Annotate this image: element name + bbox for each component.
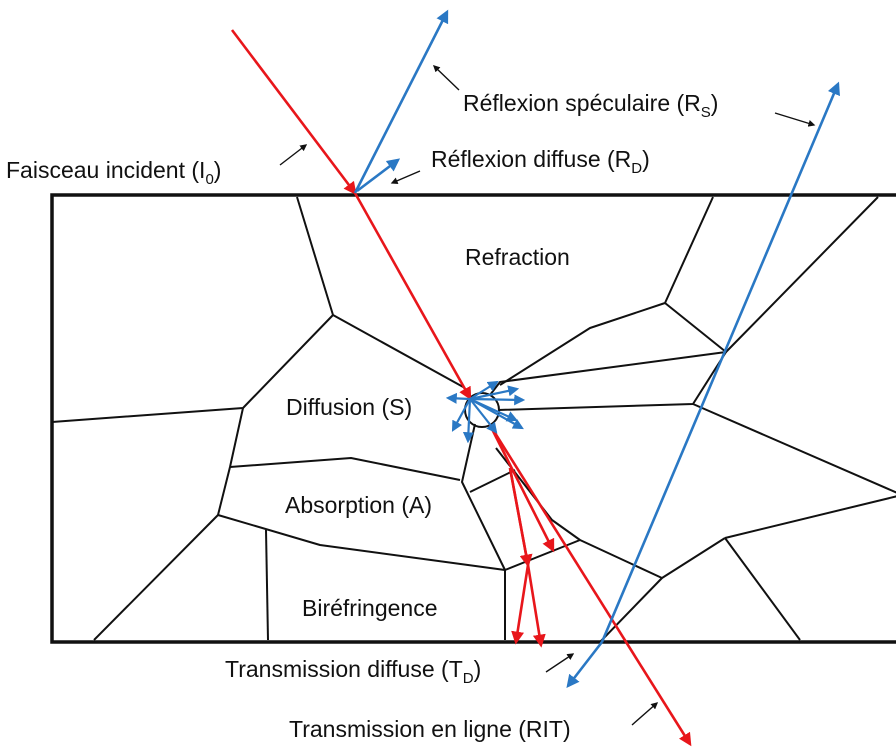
grain-boundary bbox=[469, 469, 516, 493]
grain-boundary bbox=[499, 196, 714, 386]
scatter-arrow bbox=[469, 394, 526, 406]
transmitted-ray-branch bbox=[508, 467, 530, 566]
refraction-label: Refraction bbox=[465, 244, 570, 270]
pointer-arrow bbox=[774, 112, 816, 127]
diffuse-transmitted-ray bbox=[526, 564, 546, 648]
scatter-arrow bbox=[469, 380, 499, 400]
diffuse-transmission-label: Transmission diffuse (TD) bbox=[225, 656, 481, 687]
grain-boundary bbox=[217, 514, 506, 571]
grain-boundary bbox=[504, 537, 726, 579]
specular-ray-through-sample bbox=[600, 81, 840, 643]
diffuse-reflection-ray bbox=[356, 158, 401, 193]
grain-boundary bbox=[724, 495, 896, 539]
specular-reflection-label: Réflexion spéculaire (RS) bbox=[463, 90, 718, 121]
grain-boundary bbox=[724, 537, 801, 641]
diffuse-reflection-label: Réflexion diffuse (RD) bbox=[431, 146, 650, 177]
pointer-arrow bbox=[432, 65, 460, 91]
scatter-arrow bbox=[469, 398, 524, 430]
inline-transmitted-ray bbox=[488, 424, 692, 747]
scatter-arrow bbox=[469, 385, 520, 401]
grain-boundary bbox=[461, 423, 506, 640]
absorption-label: Absorption (A) bbox=[285, 492, 432, 518]
grain-boundary bbox=[229, 457, 461, 481]
grain-boundary bbox=[93, 514, 219, 641]
birefringence-label: Biréfringence bbox=[302, 595, 438, 621]
diffusion-label: Diffusion (S) bbox=[286, 394, 412, 420]
pointer-arrow bbox=[631, 702, 659, 726]
incident-beam bbox=[230, 29, 692, 747]
grain-boundary bbox=[489, 351, 727, 396]
transmitted-ray-branch bbox=[488, 424, 555, 553]
pointer-arrow bbox=[545, 653, 575, 673]
scatter-arrow bbox=[451, 398, 471, 432]
label-pointers bbox=[279, 65, 816, 726]
diffuse-transmitted-ray bbox=[511, 564, 530, 645]
refracted-ray bbox=[353, 192, 472, 401]
scatter-arrow bbox=[469, 398, 498, 434]
grain-boundary bbox=[217, 407, 244, 516]
reflected-beams bbox=[353, 9, 840, 689]
grain-boundary bbox=[664, 196, 879, 353]
grain-boundary bbox=[599, 577, 663, 643]
incident-beam-label: Faisceau incident (I0) bbox=[6, 157, 221, 188]
inline-transmission-label: Transmission en ligne (RIT) bbox=[289, 716, 571, 742]
sample-block bbox=[50, 193, 896, 644]
scattering-arrows bbox=[445, 380, 526, 444]
grain-boundary bbox=[497, 351, 727, 411]
grain-boundary bbox=[296, 196, 466, 389]
scatter-arrow bbox=[445, 392, 471, 404]
grain-boundary bbox=[692, 403, 896, 494]
diffuse-transmission-ray bbox=[566, 641, 604, 689]
pointer-arrow bbox=[279, 144, 308, 166]
scatter-arrow bbox=[462, 398, 474, 444]
grain-boundary bbox=[265, 529, 269, 641]
pointer-arrow bbox=[390, 170, 421, 185]
incident-ray bbox=[230, 29, 357, 196]
specular-reflection-ray bbox=[353, 9, 449, 194]
